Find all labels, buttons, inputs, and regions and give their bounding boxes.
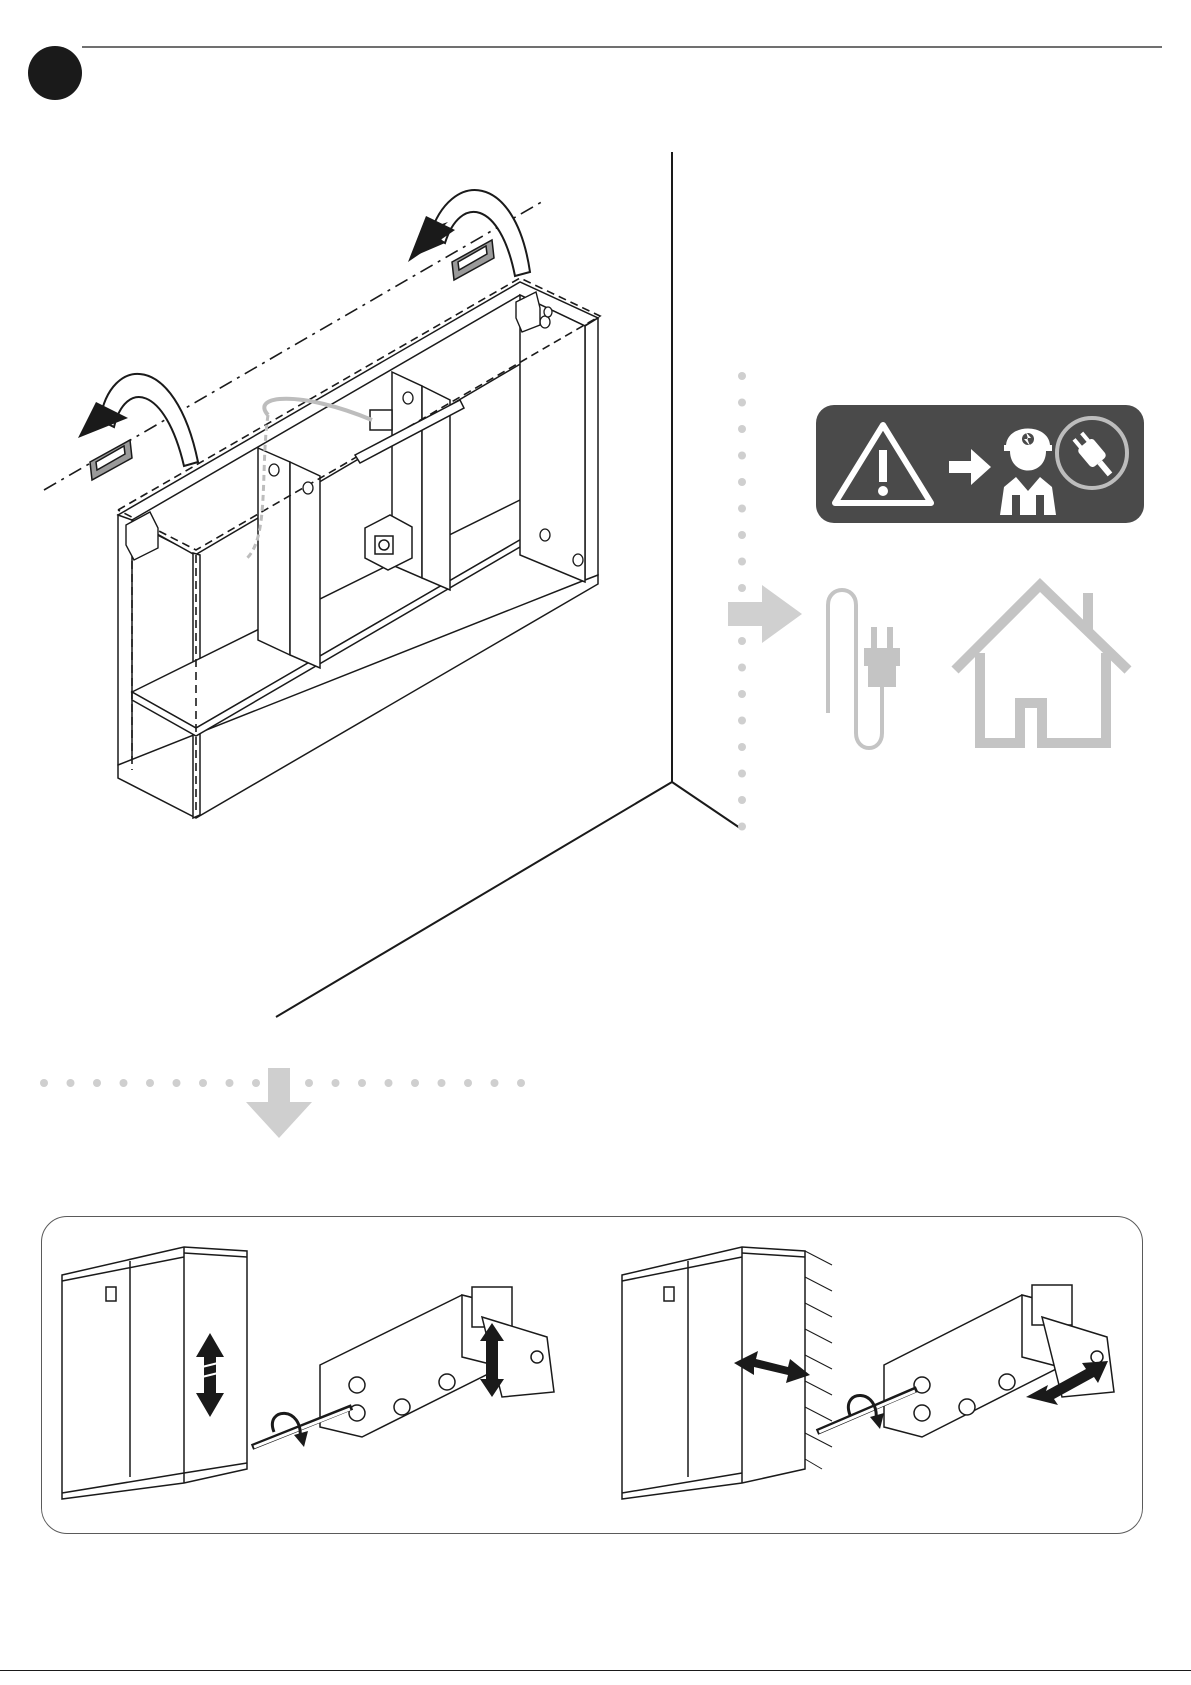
electrician-icon [1000, 429, 1056, 516]
cabinet-side-view-depth [622, 1247, 805, 1499]
footer-rule [0, 1670, 1191, 1671]
flow-dot [738, 425, 746, 433]
wall-hatch [805, 1251, 832, 1469]
flow-dot [67, 1079, 75, 1087]
flow-dot [738, 823, 746, 831]
wall-bracket-right-icon [452, 240, 494, 280]
warning-panel-graphics [816, 405, 1144, 523]
main-illustration [0, 120, 760, 1040]
flow-dot [738, 770, 746, 778]
flow-dot [738, 717, 746, 725]
cabinet-side-view-height [62, 1247, 247, 1499]
flow-dot [358, 1079, 366, 1087]
house-icon [955, 585, 1128, 743]
adjustment-panel [41, 1216, 1143, 1534]
dotted-line-vertical [738, 372, 746, 831]
flow-dot [146, 1079, 154, 1087]
flow-dot [738, 531, 746, 539]
step-number-circle-icon [28, 46, 82, 100]
flow-dot [738, 743, 746, 751]
flow-dot [738, 505, 746, 513]
flow-dot [738, 478, 746, 486]
hinge-detail-height [320, 1287, 554, 1437]
warning-triangle-icon [835, 425, 931, 503]
flow-dot [517, 1079, 525, 1087]
plug-icon [828, 590, 898, 748]
flow-to-electrical [700, 360, 810, 860]
flow-dot [332, 1079, 340, 1087]
flow-dot [411, 1079, 419, 1087]
unplug-circle-icon [1057, 418, 1127, 488]
wall-bracket-left-icon [90, 440, 132, 480]
flow-dot [252, 1079, 260, 1087]
flow-dot [93, 1079, 101, 1087]
flow-dot [738, 372, 746, 380]
flow-dot [738, 796, 746, 804]
flow-dot [464, 1079, 472, 1087]
hinge-detail-depth [884, 1285, 1114, 1437]
flow-dot [738, 637, 746, 645]
gray-arrow-down-icon [246, 1068, 312, 1138]
power-house-graphic [820, 575, 1140, 760]
socket-box-icon [365, 515, 412, 570]
flow-dot [305, 1079, 313, 1087]
flow-dot [738, 558, 746, 566]
wall-corner [276, 152, 740, 1017]
flow-dot [438, 1079, 446, 1087]
flow-dot [226, 1079, 234, 1087]
flow-dot [738, 452, 746, 460]
curved-arrow-left-icon [78, 374, 198, 466]
arrow-right-icon [949, 449, 991, 485]
warning-panel [816, 405, 1144, 523]
flow-dot [491, 1079, 499, 1087]
page-header [0, 0, 1191, 120]
flow-dot [738, 664, 746, 672]
gray-arrow-right-icon [728, 585, 802, 643]
adjustment-panel-graphics [42, 1217, 1142, 1533]
flow-dot [385, 1079, 393, 1087]
flow-dot [173, 1079, 181, 1087]
flow-to-adjustment [0, 1060, 560, 1150]
cabinet-body [118, 282, 598, 818]
flow-dot [120, 1079, 128, 1087]
flow-dot [738, 690, 746, 698]
flow-dot [738, 584, 746, 592]
flow-dot [40, 1079, 48, 1087]
flow-dot [199, 1079, 207, 1087]
flow-dot [738, 399, 746, 407]
